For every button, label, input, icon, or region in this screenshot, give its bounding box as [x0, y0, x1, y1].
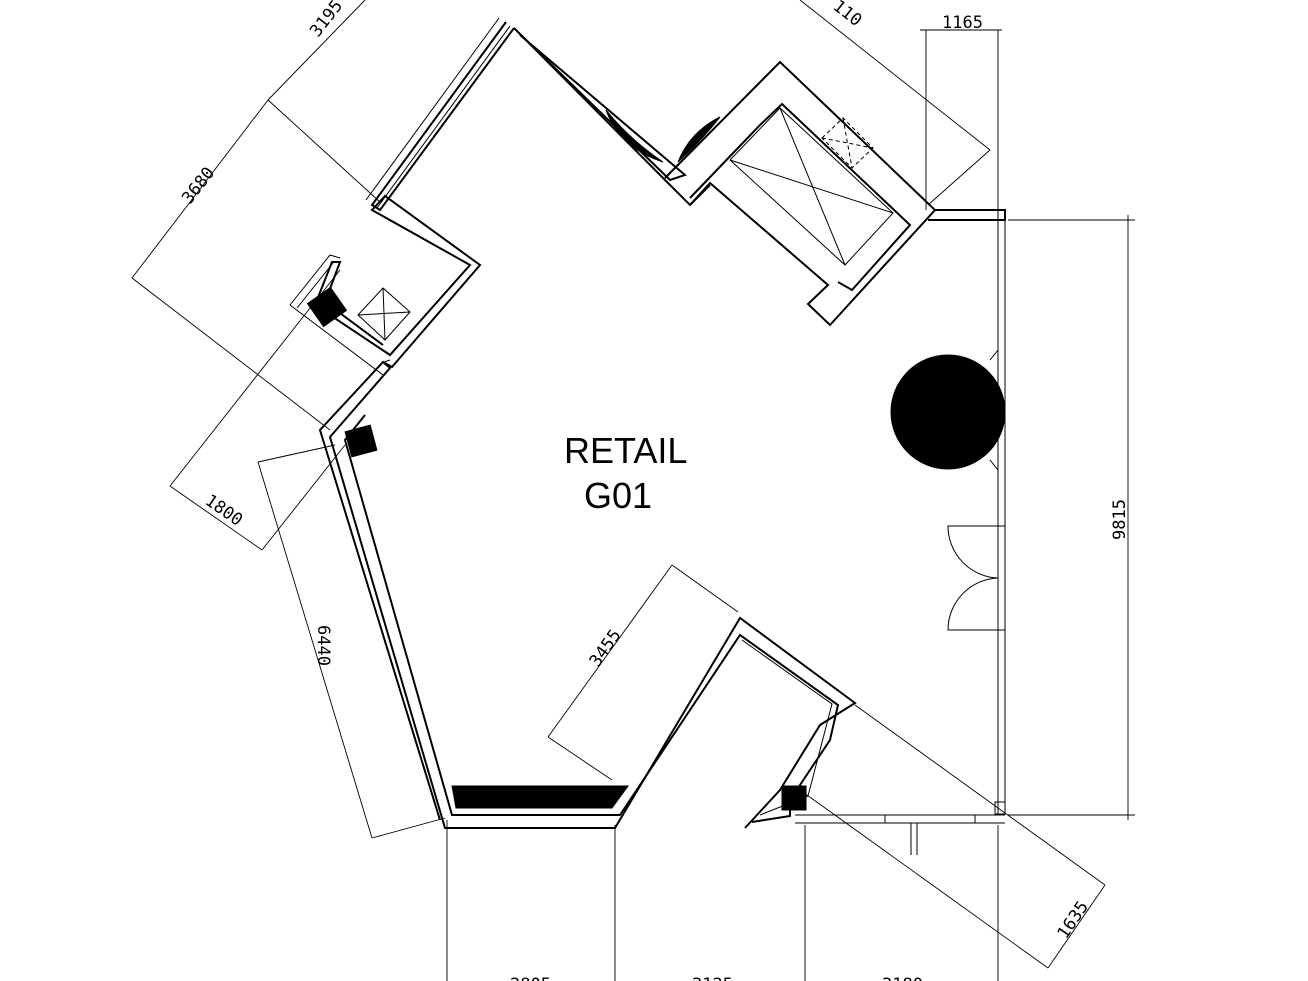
lift-core — [664, 60, 937, 327]
dim-bottom-3: 3180 — [882, 975, 923, 981]
column-left-mid — [344, 424, 378, 458]
door-swing-right — [677, 116, 721, 163]
columns — [306, 286, 1006, 811]
left-core — [313, 194, 482, 369]
wall-notch — [318, 360, 857, 829]
dim-top-right: 1165 — [942, 13, 983, 33]
walls — [289, 17, 1006, 855]
dim-top-middle: 110 — [829, 0, 866, 31]
dim-bottom-right-diag: 1635 — [1054, 898, 1093, 943]
dimension-labels: 3195 3680 110 1165 9815 1800 6440 3455 1… — [178, 0, 1130, 981]
room-name: RETAIL — [564, 430, 687, 471]
round-column — [890, 354, 1006, 470]
column-bottom-right — [781, 785, 807, 811]
dim-left-small: 1800 — [201, 491, 246, 531]
dim-bottom-1: 2805 — [510, 975, 551, 981]
room-label: RETAIL G01 — [564, 430, 687, 516]
dim-left-upper: 3680 — [178, 163, 219, 208]
dim-bottom-2: 3125 — [692, 975, 733, 981]
doors — [605, 109, 999, 631]
glazing-wall-top-left — [370, 21, 515, 212]
dim-top-left: 3195 — [306, 0, 347, 41]
wall-top — [513, 27, 688, 182]
dim-left-long: 6440 — [313, 625, 333, 666]
door-right-lower — [947, 577, 999, 631]
dimension-lines — [131, 0, 1135, 981]
counter-block — [451, 785, 629, 809]
room-unit: G01 — [584, 475, 652, 516]
door-swing-left — [605, 109, 664, 163]
dim-right: 9815 — [1110, 499, 1130, 540]
door-right-upper — [947, 525, 999, 579]
column-left-top — [306, 286, 348, 328]
dim-inner-bottom: 3455 — [586, 626, 626, 671]
